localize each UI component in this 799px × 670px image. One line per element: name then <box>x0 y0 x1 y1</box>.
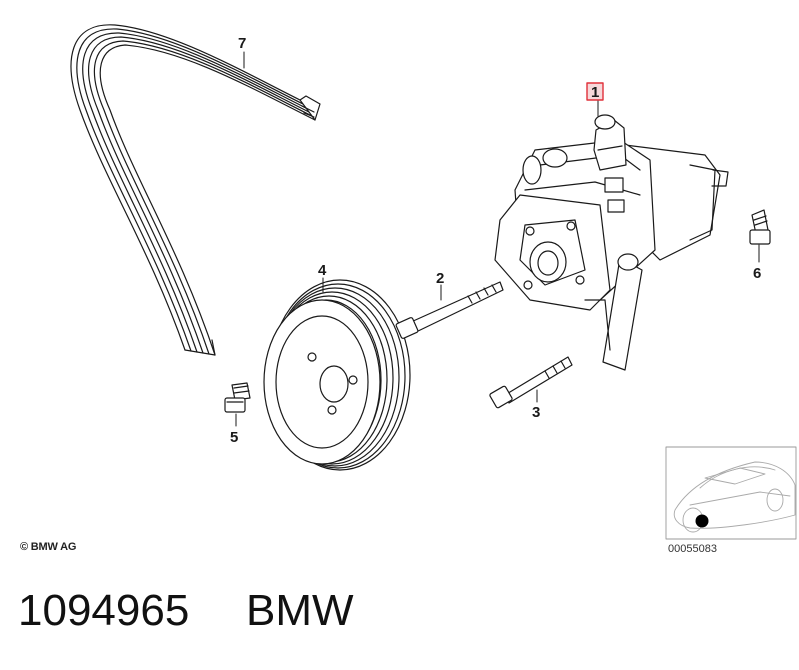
callout-3: 3 <box>532 404 540 421</box>
pulley <box>263 279 411 471</box>
drive-belt <box>70 24 321 356</box>
vehicle-location-inset <box>665 446 797 540</box>
brand-name: BMW <box>246 586 354 635</box>
leader-lines <box>235 51 760 427</box>
callout-4: 4 <box>318 262 327 279</box>
callout-6: 6 <box>753 265 761 282</box>
reference-code: 00055083 <box>668 543 717 555</box>
callout-5: 5 <box>230 429 238 446</box>
callout-labels: 7 1 4 2 6 3 5 <box>230 35 761 446</box>
highlight-box <box>586 82 604 101</box>
callout-7: 7 <box>238 35 246 52</box>
copyright-text: © BMW AG <box>20 541 77 553</box>
power-steering-pump <box>494 114 729 371</box>
part-number: 1094965 <box>18 586 190 635</box>
long-bolt <box>395 281 504 339</box>
callout-1: 1 <box>591 84 599 101</box>
location-marker <box>695 514 709 528</box>
bolt-6 <box>749 209 771 245</box>
short-bolt-5 <box>224 382 251 413</box>
bolt-3 <box>489 356 573 409</box>
callout-2: 2 <box>436 270 444 287</box>
